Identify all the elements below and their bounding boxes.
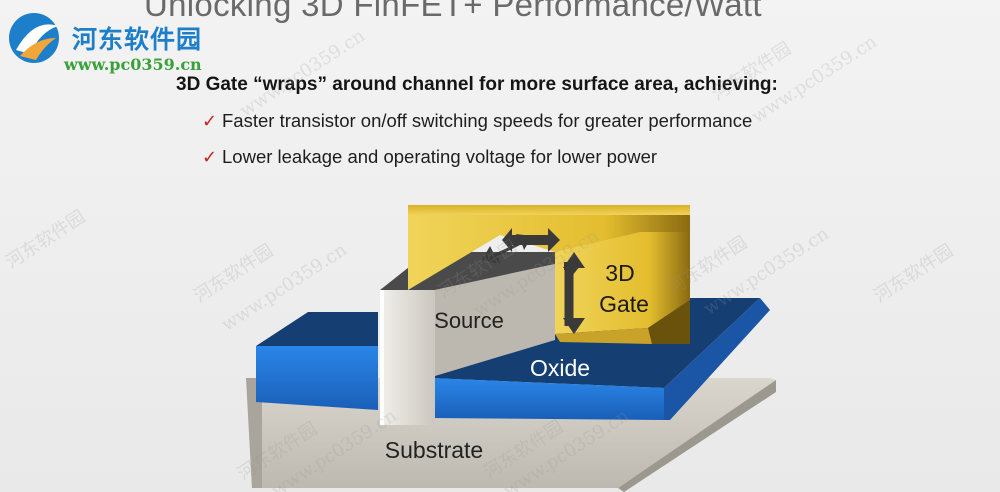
double-arrow-icon <box>482 234 532 264</box>
logo-text: 河东软件园 <box>72 25 203 54</box>
site-logo: 河东软件园 www.pc0359.cn <box>6 8 206 74</box>
gate-label-line1: 3D <box>605 260 634 286</box>
checkmark-icon: ✓ <box>202 147 218 167</box>
oxide-label: Oxide <box>530 355 590 381</box>
substrate-label: Substrate <box>385 437 483 463</box>
logo-url: www.pc0359.cn <box>64 55 202 74</box>
source-label: Source <box>434 308 504 333</box>
gate-label-line2: Gate <box>599 291 649 317</box>
bullet-text: Faster transistor on/off switching speed… <box>222 110 753 131</box>
bullet-text: Lower leakage and operating voltage for … <box>222 146 658 167</box>
slide-heading: 3D Gate “wraps” around channel for more … <box>176 74 778 95</box>
bullet-item: ✓Lower leakage and operating voltage for… <box>202 146 657 168</box>
checkmark-icon: ✓ <box>202 111 218 131</box>
logo-icon <box>9 13 59 63</box>
gate-structure <box>408 205 690 344</box>
bullet-item: ✓Faster transistor on/off switching spee… <box>202 110 752 132</box>
double-arrow-icon <box>502 228 560 252</box>
double-arrow-icon <box>563 252 585 334</box>
oxide-left <box>256 312 378 410</box>
slide-title: Unlocking 3D FinFET+ Performance/Watt <box>144 0 762 23</box>
